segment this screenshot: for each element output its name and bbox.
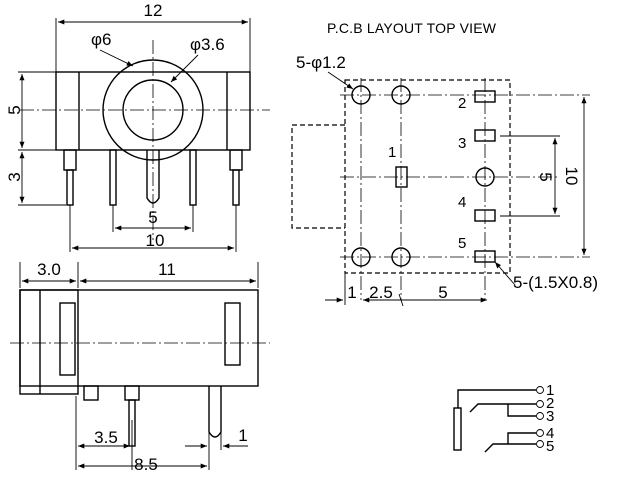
side-view: 3.0 11 3.5 1 8.5	[10, 260, 270, 474]
dim-body-length: 11	[158, 260, 176, 279]
leader-inner-diameter	[170, 54, 199, 83]
pcb-layout: P.C.B LAYOUT TOP VIEW 5-φ1.2 1 2 3 4 5	[291, 20, 598, 307]
front-view: 12 φ6 φ3.6 5 3	[5, 1, 270, 252]
dim-pcb-2-5: 2.5	[369, 283, 393, 302]
terminal-5	[536, 440, 544, 448]
schematic: 1 2 3 4 5	[453, 382, 554, 455]
flange-slot	[59, 302, 76, 376]
pin-shoulder	[63, 149, 77, 171]
dim-pin-length: 3	[5, 172, 24, 181]
pin-label-5: 5	[458, 235, 466, 252]
leader-pad-spec	[494, 261, 516, 286]
terminal-1	[536, 386, 544, 394]
dim-pin-offset-1: 3.5	[94, 428, 118, 447]
leader-outer-diameter	[99, 49, 134, 67]
pin-label-2: 2	[458, 95, 466, 112]
schematic-spring-5	[484, 443, 536, 453]
terminal-2	[536, 400, 544, 408]
pin-shoulder	[229, 149, 243, 171]
dim-pcb-5: 5	[438, 283, 447, 302]
dim-front-depth: 3.0	[37, 260, 61, 279]
schematic-spring-2	[469, 403, 536, 413]
pad-1	[395, 166, 408, 188]
dim-pin-spacing-inner: 5	[148, 208, 157, 227]
footprint-nose	[291, 124, 345, 229]
terminal-4	[536, 429, 544, 437]
schematic-pin-2: 2	[546, 395, 554, 412]
schematic-pin-3: 3	[546, 408, 554, 425]
schematic-wire-4	[507, 432, 536, 444]
dim-inner-diameter: φ3.6	[190, 35, 225, 54]
pin-label-4: 4	[458, 194, 466, 211]
dim-pin-width: 1	[238, 426, 247, 445]
dim-pin-spacing-outer: 10	[146, 231, 165, 250]
pcb-title: P.C.B LAYOUT TOP VIEW	[327, 20, 497, 36]
terminal-3	[536, 412, 544, 420]
dim-pcb-1: 1	[347, 283, 356, 302]
pad-2	[474, 90, 496, 103]
side-slot	[224, 302, 241, 366]
pad-3	[474, 129, 496, 142]
pin-hole	[475, 167, 495, 187]
schematic-pin-1: 1	[546, 382, 554, 399]
pin	[66, 169, 74, 206]
center-pin	[146, 150, 160, 204]
side-center-pin	[208, 386, 222, 438]
jack-body-side	[19, 289, 259, 387]
mount-hole	[351, 85, 371, 105]
dim-tick	[398, 293, 404, 307]
pin-label-1: 1	[388, 144, 396, 161]
pad-4	[474, 209, 496, 222]
hole-spec: 5-φ1.2	[296, 53, 346, 72]
pin-label-3: 3	[458, 135, 466, 152]
front-flange	[19, 289, 79, 395]
pin	[189, 149, 197, 206]
schematic-pin-5: 5	[546, 438, 554, 455]
side-pin-stub	[83, 385, 99, 401]
pad-5	[474, 250, 496, 263]
dim-width-12: 12	[144, 1, 163, 20]
pin	[109, 149, 117, 206]
schematic-pin-4: 4	[546, 425, 554, 442]
mount-hole	[351, 247, 371, 267]
dim-vertical-10: 10	[562, 167, 581, 186]
schematic-wire-1	[457, 389, 536, 408]
pad-spec: 5-(1.5X0.8)	[513, 273, 598, 292]
dim-vertical-5: 5	[536, 172, 555, 181]
mount-hole	[391, 85, 411, 105]
pin	[232, 169, 240, 206]
leader-hole-spec	[327, 71, 354, 90]
side-pin-stub	[124, 385, 140, 401]
dim-body-height: 5	[5, 105, 24, 114]
schematic-wire-3	[507, 404, 536, 417]
dim-outer-diameter: φ6	[91, 30, 111, 49]
schematic-sleeve	[453, 407, 462, 451]
mount-hole	[391, 247, 411, 267]
footprint-outline	[344, 79, 511, 274]
dim-pin-offset-2: 8.5	[134, 455, 158, 474]
